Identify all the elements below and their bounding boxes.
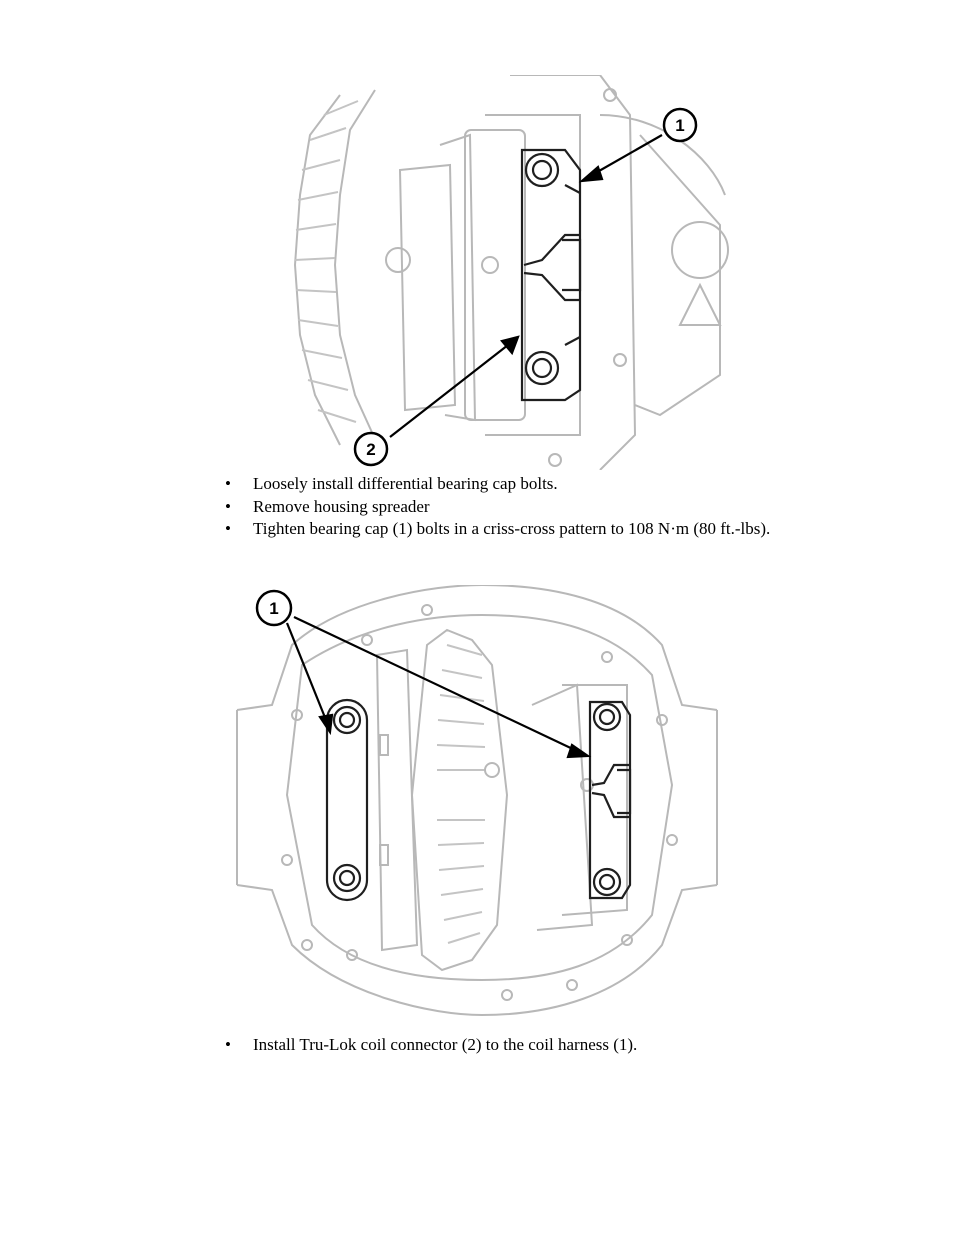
list-item: • Remove housing spreader xyxy=(225,496,805,519)
callout-2-icon: 2 xyxy=(353,431,389,467)
step-text: Remove housing spreader xyxy=(253,496,430,516)
bullet-icon: • xyxy=(225,496,231,516)
bullet-icon: • xyxy=(225,519,231,538)
bullet-icon: • xyxy=(225,474,231,493)
step-text: Loosely install differential bearing cap… xyxy=(253,474,558,493)
list-item: • Loosely install differential bearing c… xyxy=(225,473,805,496)
bullet-icon: • xyxy=(225,1035,231,1054)
step-text: Tighten bearing cap (1) bolts in a criss… xyxy=(253,519,771,538)
svg-text:1: 1 xyxy=(269,599,278,618)
step-text: Install Tru-Lok coil connector (2) to th… xyxy=(253,1035,638,1054)
differential-housing-illustration: 1 xyxy=(236,585,718,1017)
bearing-cap-illustration: 1 2 xyxy=(293,75,729,470)
list-item: • Install Tru-Lok coil connector (2) to … xyxy=(225,1034,805,1057)
connector-step-list: • Install Tru-Lok coil connector (2) to … xyxy=(225,1034,805,1057)
list-item: • Tighten bearing cap (1) bolts in a cri… xyxy=(225,518,805,541)
callout-1-icon: 1 xyxy=(662,107,698,143)
svg-text:2: 2 xyxy=(366,440,375,459)
callout-1-icon: 1 xyxy=(255,589,293,627)
svg-text:1: 1 xyxy=(675,116,684,135)
install-steps-list: • Loosely install differential bearing c… xyxy=(225,473,805,541)
